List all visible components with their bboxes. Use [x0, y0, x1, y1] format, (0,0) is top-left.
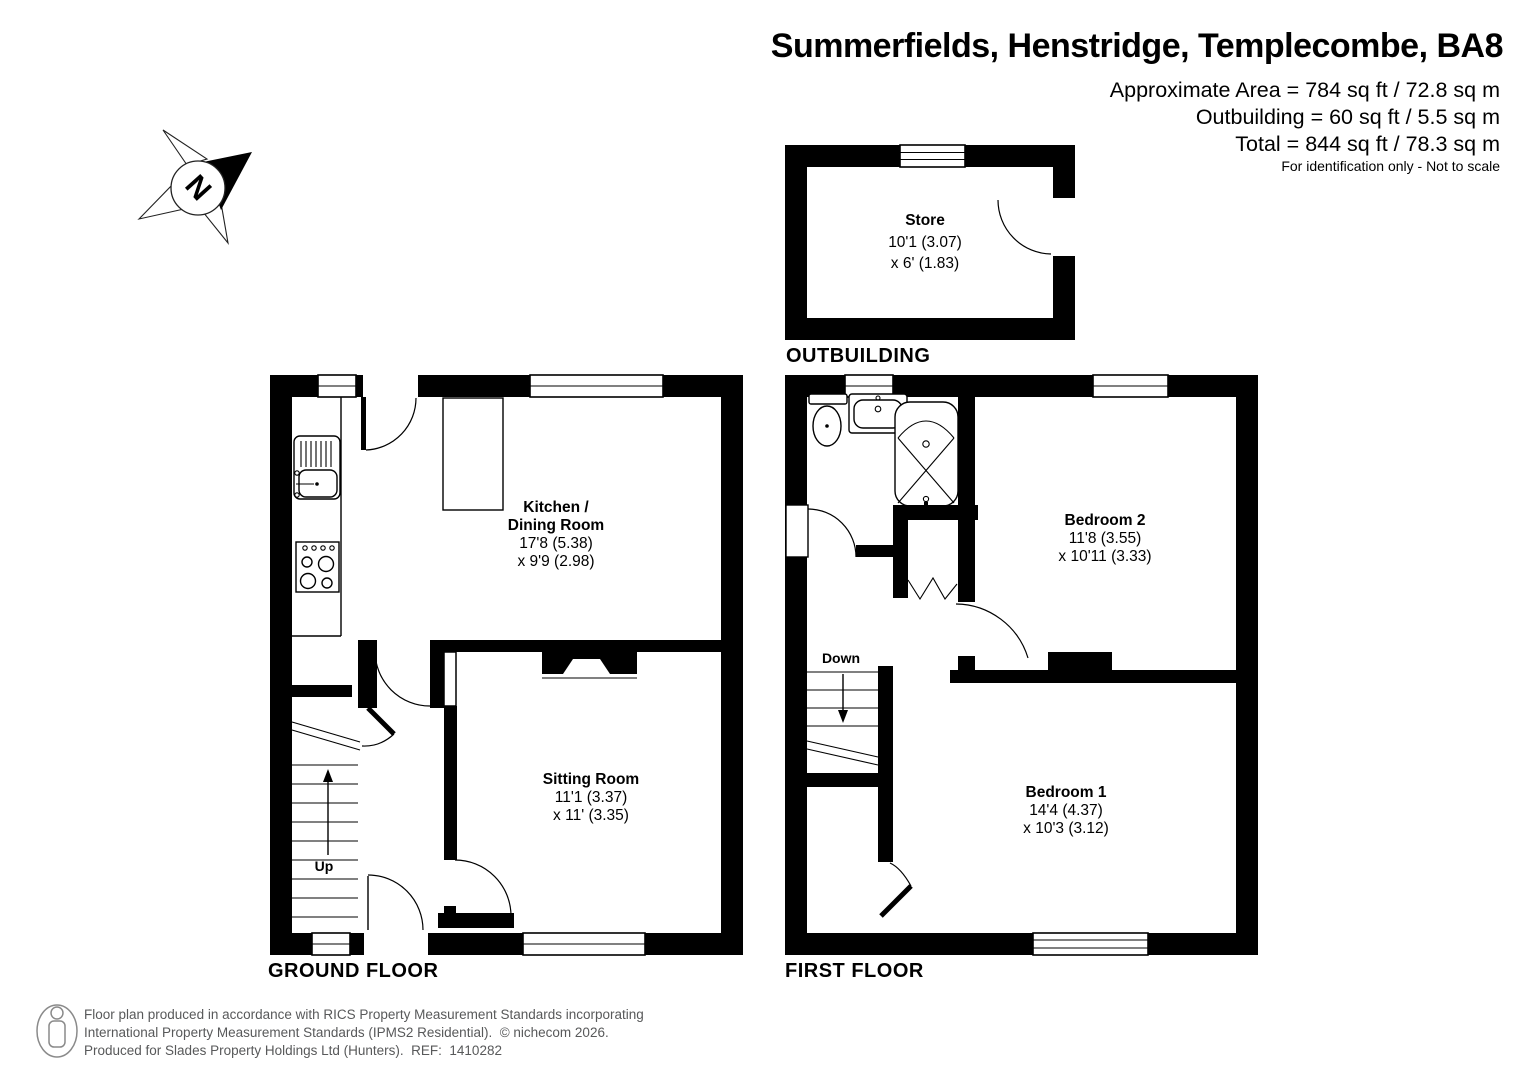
- cupboard-door-leaf: [879, 884, 913, 918]
- kitchen-name-line1: Kitchen /: [523, 499, 589, 516]
- north-compass-icon: N: [137, 129, 252, 245]
- kitchen-name-line2: Dining Room: [508, 517, 604, 534]
- store-door-swing-arc: [997, 199, 1052, 255]
- back-door-swing-arc: [365, 397, 417, 451]
- footer-line3: Produced for Slades Property Holdings Lt…: [84, 1043, 502, 1058]
- kitchen-sitting-divider-wall: [430, 640, 721, 652]
- understairs-cupboard-door-leaf: [366, 706, 396, 736]
- ground-floor-stairs: Up: [291, 640, 396, 918]
- store-dim2: x 6' (1.83): [891, 255, 959, 272]
- stairwell-bottom-wall: [807, 773, 893, 787]
- kitchen-sink-icon: [293, 435, 341, 500]
- kitchen-dim1: 17'8 (5.38): [519, 535, 593, 552]
- bedroom-chimney-breast: [1048, 652, 1112, 670]
- ground-floor-plan: Up Kitchen / Dining Room 17'8 (5.38) x 9…: [268, 374, 743, 982]
- outbuilding-area-text: Outbuilding = 60 sq ft / 5.5 sq m: [1196, 105, 1500, 129]
- bedroom2-left-wall: [958, 397, 975, 602]
- footer: Floor plan produced in accordance with R…: [36, 1004, 644, 1058]
- stair-treads: [292, 764, 358, 918]
- bedroom2-dim1: 11'8 (3.55): [1069, 530, 1141, 547]
- hall-door-jamb: [430, 640, 444, 708]
- total-area-text: Total = 844 sq ft / 78.3 sq m: [1235, 132, 1500, 156]
- front-door-opening: [364, 933, 428, 955]
- compass-circle: [170, 160, 226, 216]
- bedroom1-name: Bedroom 1: [1026, 784, 1107, 801]
- store-cupboard-wall: [878, 787, 893, 862]
- stairs-hall-wall: [358, 640, 377, 708]
- sitting-room-name: Sitting Room: [543, 771, 639, 788]
- store-room-floor: [807, 167, 1053, 318]
- approximate-area-text: Approximate Area = 784 sq ft / 72.8 sq m: [1110, 78, 1500, 102]
- store-name: Store: [905, 212, 945, 229]
- bathroom-door-swing-arc: [807, 508, 857, 558]
- bedroom2-dim2: x 10'11 (3.33): [1058, 548, 1151, 565]
- sitting-room-dim1: 11'1 (3.37): [555, 789, 627, 806]
- store-door-opening: [1053, 198, 1075, 256]
- footer-line2: International Property Measurement Stand…: [84, 1025, 609, 1040]
- store-dim1: 10'1 (3.07): [888, 234, 962, 251]
- kitchen-back-door-opening: [363, 375, 418, 397]
- threshold-step: [444, 906, 456, 913]
- first-floor-plan: Down Bedroom 2 11'8 (3.55) x 10'11 (3.33…: [785, 374, 1258, 982]
- bedroom2-door-jamb: [958, 656, 975, 672]
- compass-point-nw: [162, 129, 209, 166]
- bedroom1-window: [1032, 932, 1149, 956]
- footer-line1: Floor plan produced in accordance with R…: [84, 1007, 644, 1022]
- outbuilding-plan: Store 10'1 (3.07) x 6' (1.83) OUTBUILDIN…: [785, 144, 1075, 367]
- bedroom1-dim2: x 10'3 (3.12): [1023, 820, 1109, 837]
- stairs-up-label: Up: [315, 858, 334, 874]
- stairwell-right-wall: [878, 666, 893, 787]
- sitting-room-door-swing-arc: [454, 859, 512, 917]
- stairs-down-arrow-head: [838, 710, 848, 723]
- cupboard-bifold-doors: [907, 576, 958, 601]
- first-floor-interior: [807, 397, 1236, 933]
- store-window: [899, 144, 966, 168]
- disclaimer-text: For identification only - Not to scale: [1281, 158, 1500, 174]
- front-door-swing-arc: [367, 874, 424, 931]
- first-floor-stairs: Down: [806, 650, 913, 918]
- header: Summerfields, Henstridge, Templecombe, B…: [771, 27, 1504, 174]
- understairs-cupboard-door-arc: [361, 733, 395, 747]
- back-door-leaf: [361, 397, 366, 450]
- sitting-room-door-leaf: [443, 651, 457, 707]
- bathroom-door-jamb-wall: [856, 545, 893, 557]
- cupboard-door-arc: [889, 862, 912, 887]
- bedroom2-name: Bedroom 2: [1065, 512, 1146, 529]
- page-title: Summerfields, Henstridge, Templecombe, B…: [771, 27, 1503, 65]
- kitchen-unit: [442, 397, 504, 511]
- bedroom1-dim1: 14'4 (4.37): [1029, 802, 1103, 819]
- sitting-room-dim2: x 11' (3.35): [553, 807, 629, 824]
- nichecom-person-icon: [36, 1004, 78, 1058]
- bathroom-door-leaf: [785, 504, 809, 558]
- sitting-room-fireplace: [542, 652, 637, 679]
- kitchen-hob-icon: [295, 541, 340, 593]
- bedroom-door-swing-arc: [955, 603, 1029, 659]
- stairs-side-wall: [292, 685, 352, 697]
- cupboard-side-wall: [893, 520, 908, 598]
- stairs-down-label: Down: [822, 650, 860, 666]
- outbuilding-label: OUTBUILDING: [786, 345, 930, 367]
- kitchen-dim2: x 9'9 (2.98): [517, 553, 594, 570]
- sitting-room-left-wall: [444, 706, 457, 860]
- stairs-up-arrow-head: [323, 769, 333, 782]
- bath-icon: [894, 401, 959, 507]
- bath-end-wall: [893, 505, 978, 520]
- sitting-room-door-threshold-wall: [438, 913, 514, 928]
- ground-floor-interior: [292, 397, 721, 933]
- ground-floor-label: GROUND FLOOR: [268, 960, 438, 982]
- first-floor-label: FIRST FLOOR: [785, 960, 924, 982]
- toilet-icon: [808, 393, 848, 447]
- bedroom-divider-wall: [950, 670, 1236, 683]
